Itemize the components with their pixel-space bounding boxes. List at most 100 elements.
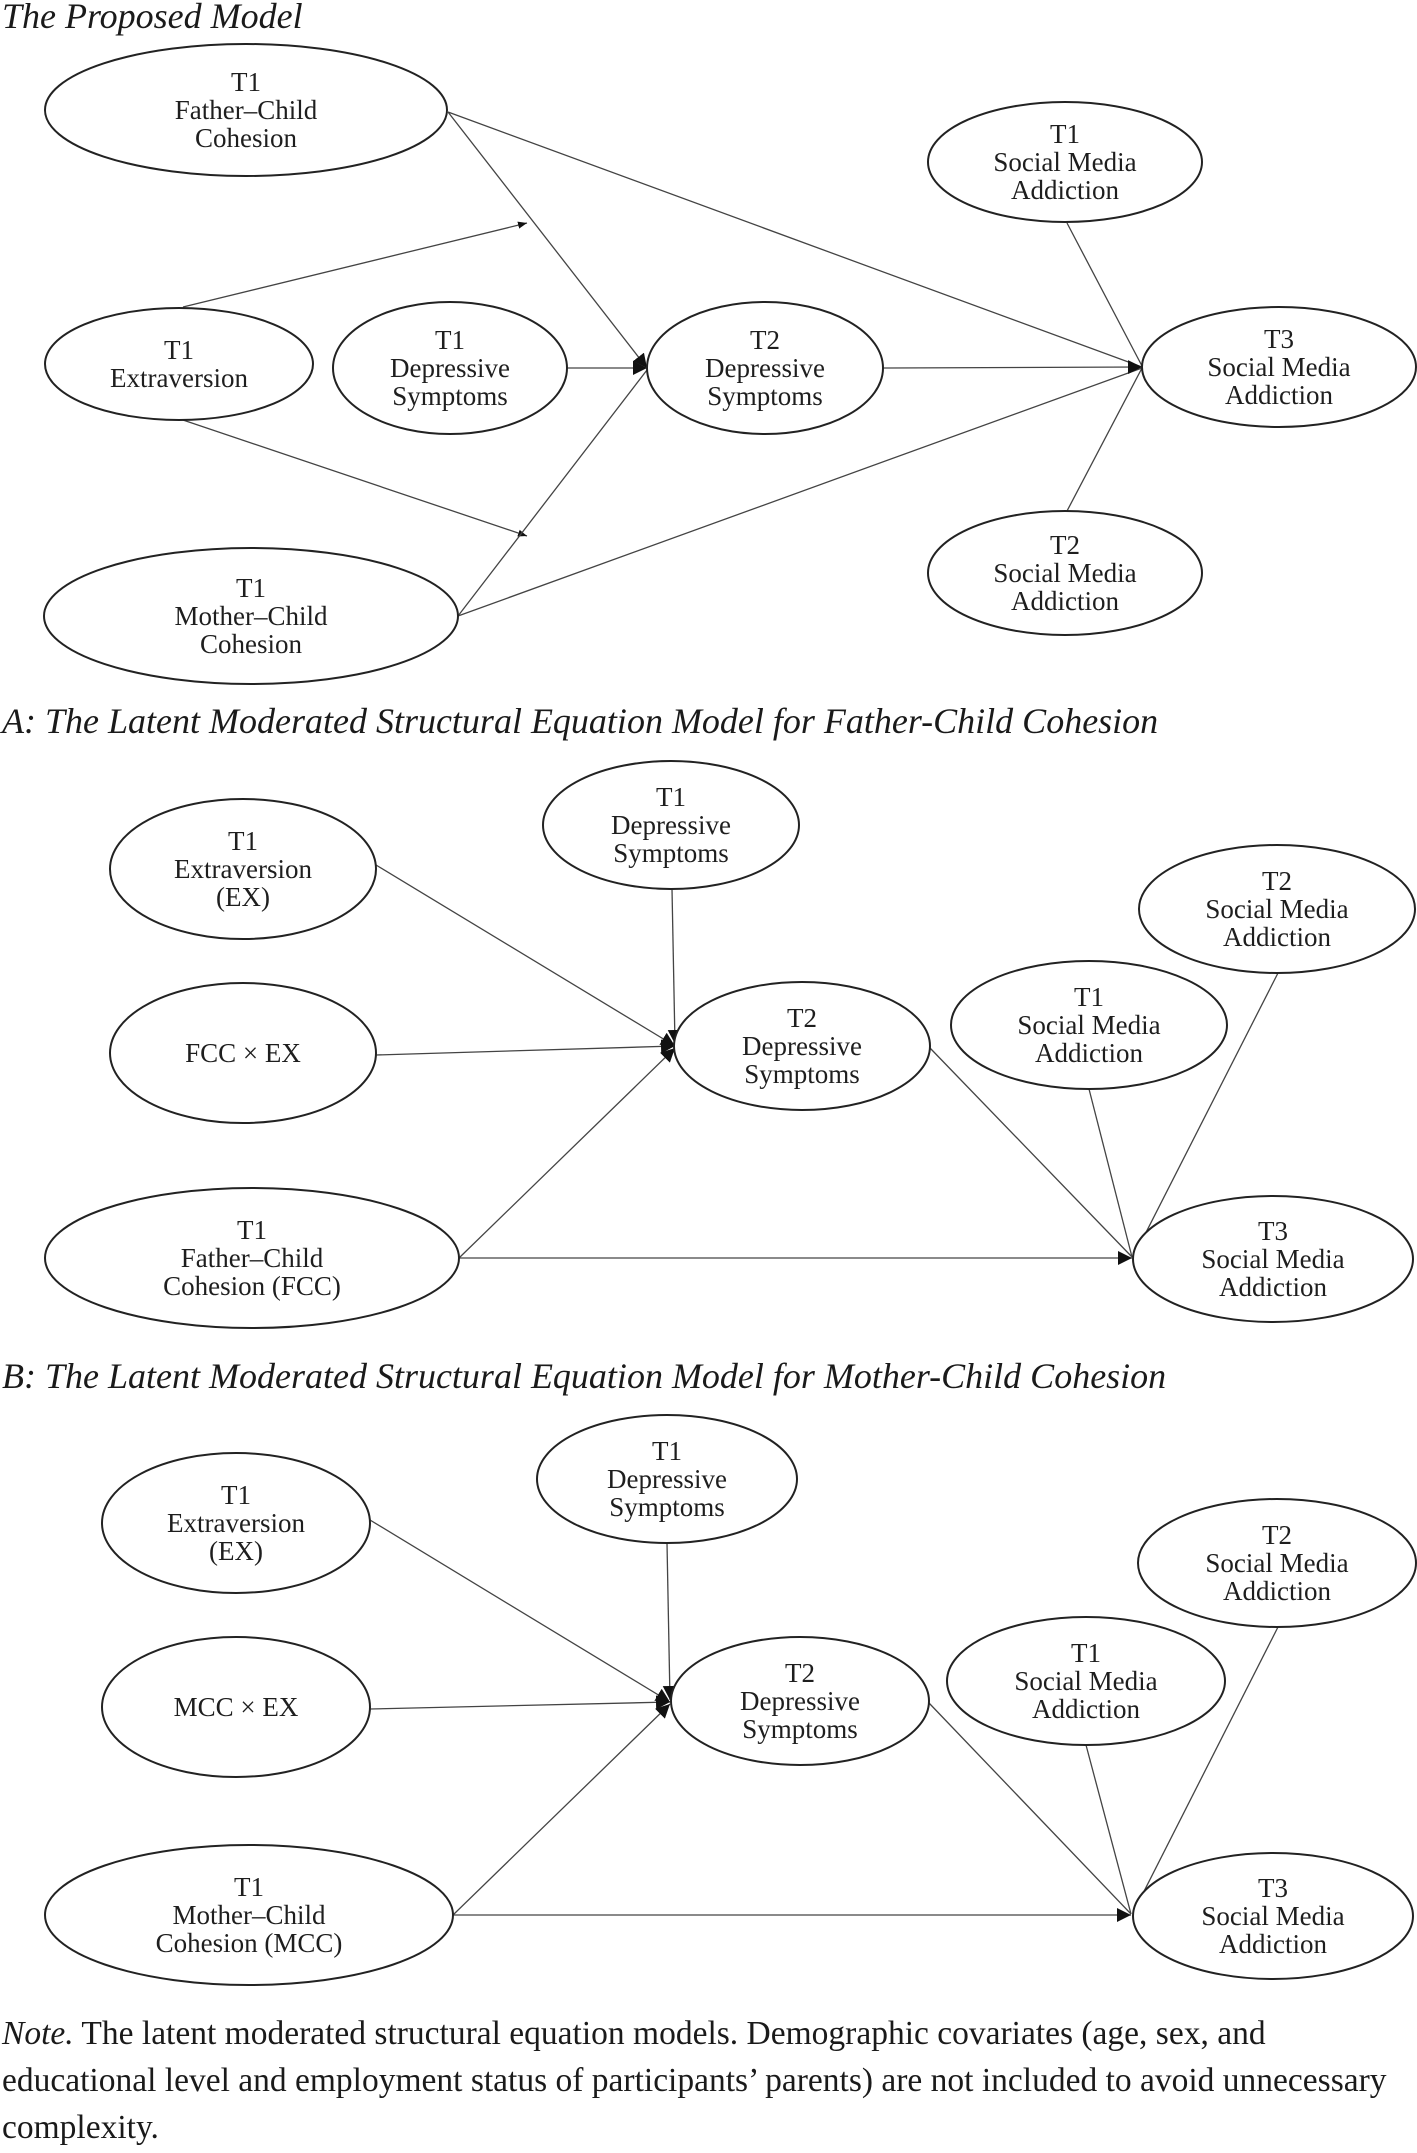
ellipse-panelA-int [109,982,377,1124]
node-label-line: Father–Child [175,95,318,125]
node-label-line: Social Media [1014,1666,1157,1696]
node-label-line: T2 [1262,866,1292,896]
node-label-line: Depressive [742,1031,862,1061]
ellipse-panelB-dep1 [536,1414,798,1544]
path-arrow-panelB-int-to-dep2 [369,1695,671,1710]
node-label-line: Cohesion [200,629,303,659]
ellipse-panelB-dep2 [670,1636,930,1766]
path-arrow-proposed-mcc-to-sma3 [457,367,1143,617]
ellipse-panelA-fcc [44,1187,460,1329]
path-arrow-panelB-dep1-to-dep2 [662,1542,677,1701]
moderation-arrow-proposed-ex-to-mcc-dep2-path [179,418,528,537]
node-label-line: Symptoms [609,1492,725,1522]
node-label-line: T1 [221,1480,251,1510]
node-label-line: MCC × EX [174,1692,299,1722]
node-label-line: Father–Child [181,1243,324,1273]
node-label-line: Addiction [1223,1576,1331,1606]
node-label-line: T2 [787,1003,817,1033]
path-arrow-panelB-sma1-to-sma3 [1085,1744,1132,1915]
node-label-line: Addiction [1032,1694,1140,1724]
node-label-line: Cohesion (MCC) [156,1928,343,1958]
node-label-line: T3 [1258,1873,1288,1903]
ellipse-panelB-int [101,1636,371,1778]
node-label-line: T2 [785,1658,815,1688]
ellipse-proposed-sma1 [927,101,1203,223]
path-arrow-panelB-mcc-to-dep2 [452,1703,671,1916]
node-label-line: Cohesion [195,123,298,153]
path-arrow-panelA-dep1-to-dep2 [667,888,682,1045]
node-label-line: Symptoms [742,1714,858,1744]
ellipse-panelA-sma3 [1132,1195,1414,1323]
node-label-line: (EX) [216,882,270,912]
node-label-line: Symptoms [613,838,729,868]
node-label-line: Depressive [740,1686,860,1716]
path-diagram: The Proposed Model A: The Latent Moderat… [0,0,1417,1986]
node-label-line: Addiction [1219,1272,1327,1302]
ellipse-panelA-sma1 [950,960,1228,1090]
ellipse-panelB-sma3 [1132,1852,1414,1980]
note-label: Note. [2,2015,74,2052]
ellipse-panelA-ex [109,798,377,940]
node-label-line: Addiction [1223,922,1331,952]
node-panelB-int: MCC × EX [101,1636,371,1778]
path-arrow-panelA-sma2-to-sma3 [1133,972,1279,1257]
node-label-line: Addiction [1219,1929,1327,1959]
ellipse-panelB-ex [101,1452,371,1594]
panel-title-a: A: The Latent Moderated Structural Equat… [0,701,1158,741]
path-arrow-proposed-fcc-to-sma3 [447,111,1143,368]
node-label-line: T1 [1050,119,1080,149]
node-label-line: T1 [435,325,465,355]
node-label-line: T2 [1262,1520,1292,1550]
node-label-line: Depressive [705,353,825,383]
ellipse-proposed-dep2 [646,301,884,435]
node-label-line: T1 [236,573,266,603]
node-label-line: Depressive [607,1464,727,1494]
node-label-line: T1 [652,1436,682,1466]
ellipse-proposed-sma3 [1141,306,1417,428]
moderation-arrow-proposed-ex-to-fcc-dep2-path [182,221,528,308]
ellipse-proposed-sma2 [927,510,1203,636]
node-label-line: Social Media [1205,1548,1348,1578]
ellipse-panelA-sma2 [1138,844,1416,974]
node-label-line: Social Media [1201,1244,1344,1274]
node-label-line: (EX) [209,1536,263,1566]
ellipse-proposed-dep1 [332,301,568,435]
node-label-line: T3 [1258,1216,1288,1246]
node-label-line: T2 [750,325,780,355]
node-label-line: T1 [237,1215,267,1245]
note-text: The latent moderated structural equation… [2,2015,1387,2146]
node-label-line: Social Media [993,558,1136,588]
path-arrow-panelA-sma1-to-sma3 [1088,1088,1133,1258]
node-label-line: Addiction [1035,1038,1143,1068]
ellipse-panelB-mcc [44,1844,454,1986]
path-arrow-proposed-dep2-to-sma3 [882,360,1143,375]
path-arrow-proposed-sma1-to-sma3 [1066,222,1143,367]
path-arrow-panelA-int-to-dep2 [375,1039,676,1056]
path-arrow-panelB-dep2-to-sma3 [928,1702,1132,1915]
node-label-line: T2 [1050,530,1080,560]
path-arrow-panelA-ex-to-dep2 [375,864,676,1047]
node-label-line: T1 [164,335,194,365]
ellipse-panelB-sma1 [946,1616,1226,1746]
ellipse-panelB-sma2 [1137,1498,1417,1628]
node-label-line: Mother–Child [173,1900,326,1930]
node-label-line: T1 [1074,982,1104,1012]
panel-title-b: B: The Latent Moderated Structural Equat… [2,1356,1166,1396]
node-label-line: Depressive [611,810,731,840]
ellipse-panelA-dep2 [673,981,931,1111]
nodes-layer: T1Father–ChildCohesionT1ExtraversionT1De… [43,43,1417,1986]
path-arrow-panelA-fcc-to-dep2 [458,1047,676,1259]
ellipse-proposed-ex [44,307,314,421]
node-label-line: T3 [1264,324,1294,354]
